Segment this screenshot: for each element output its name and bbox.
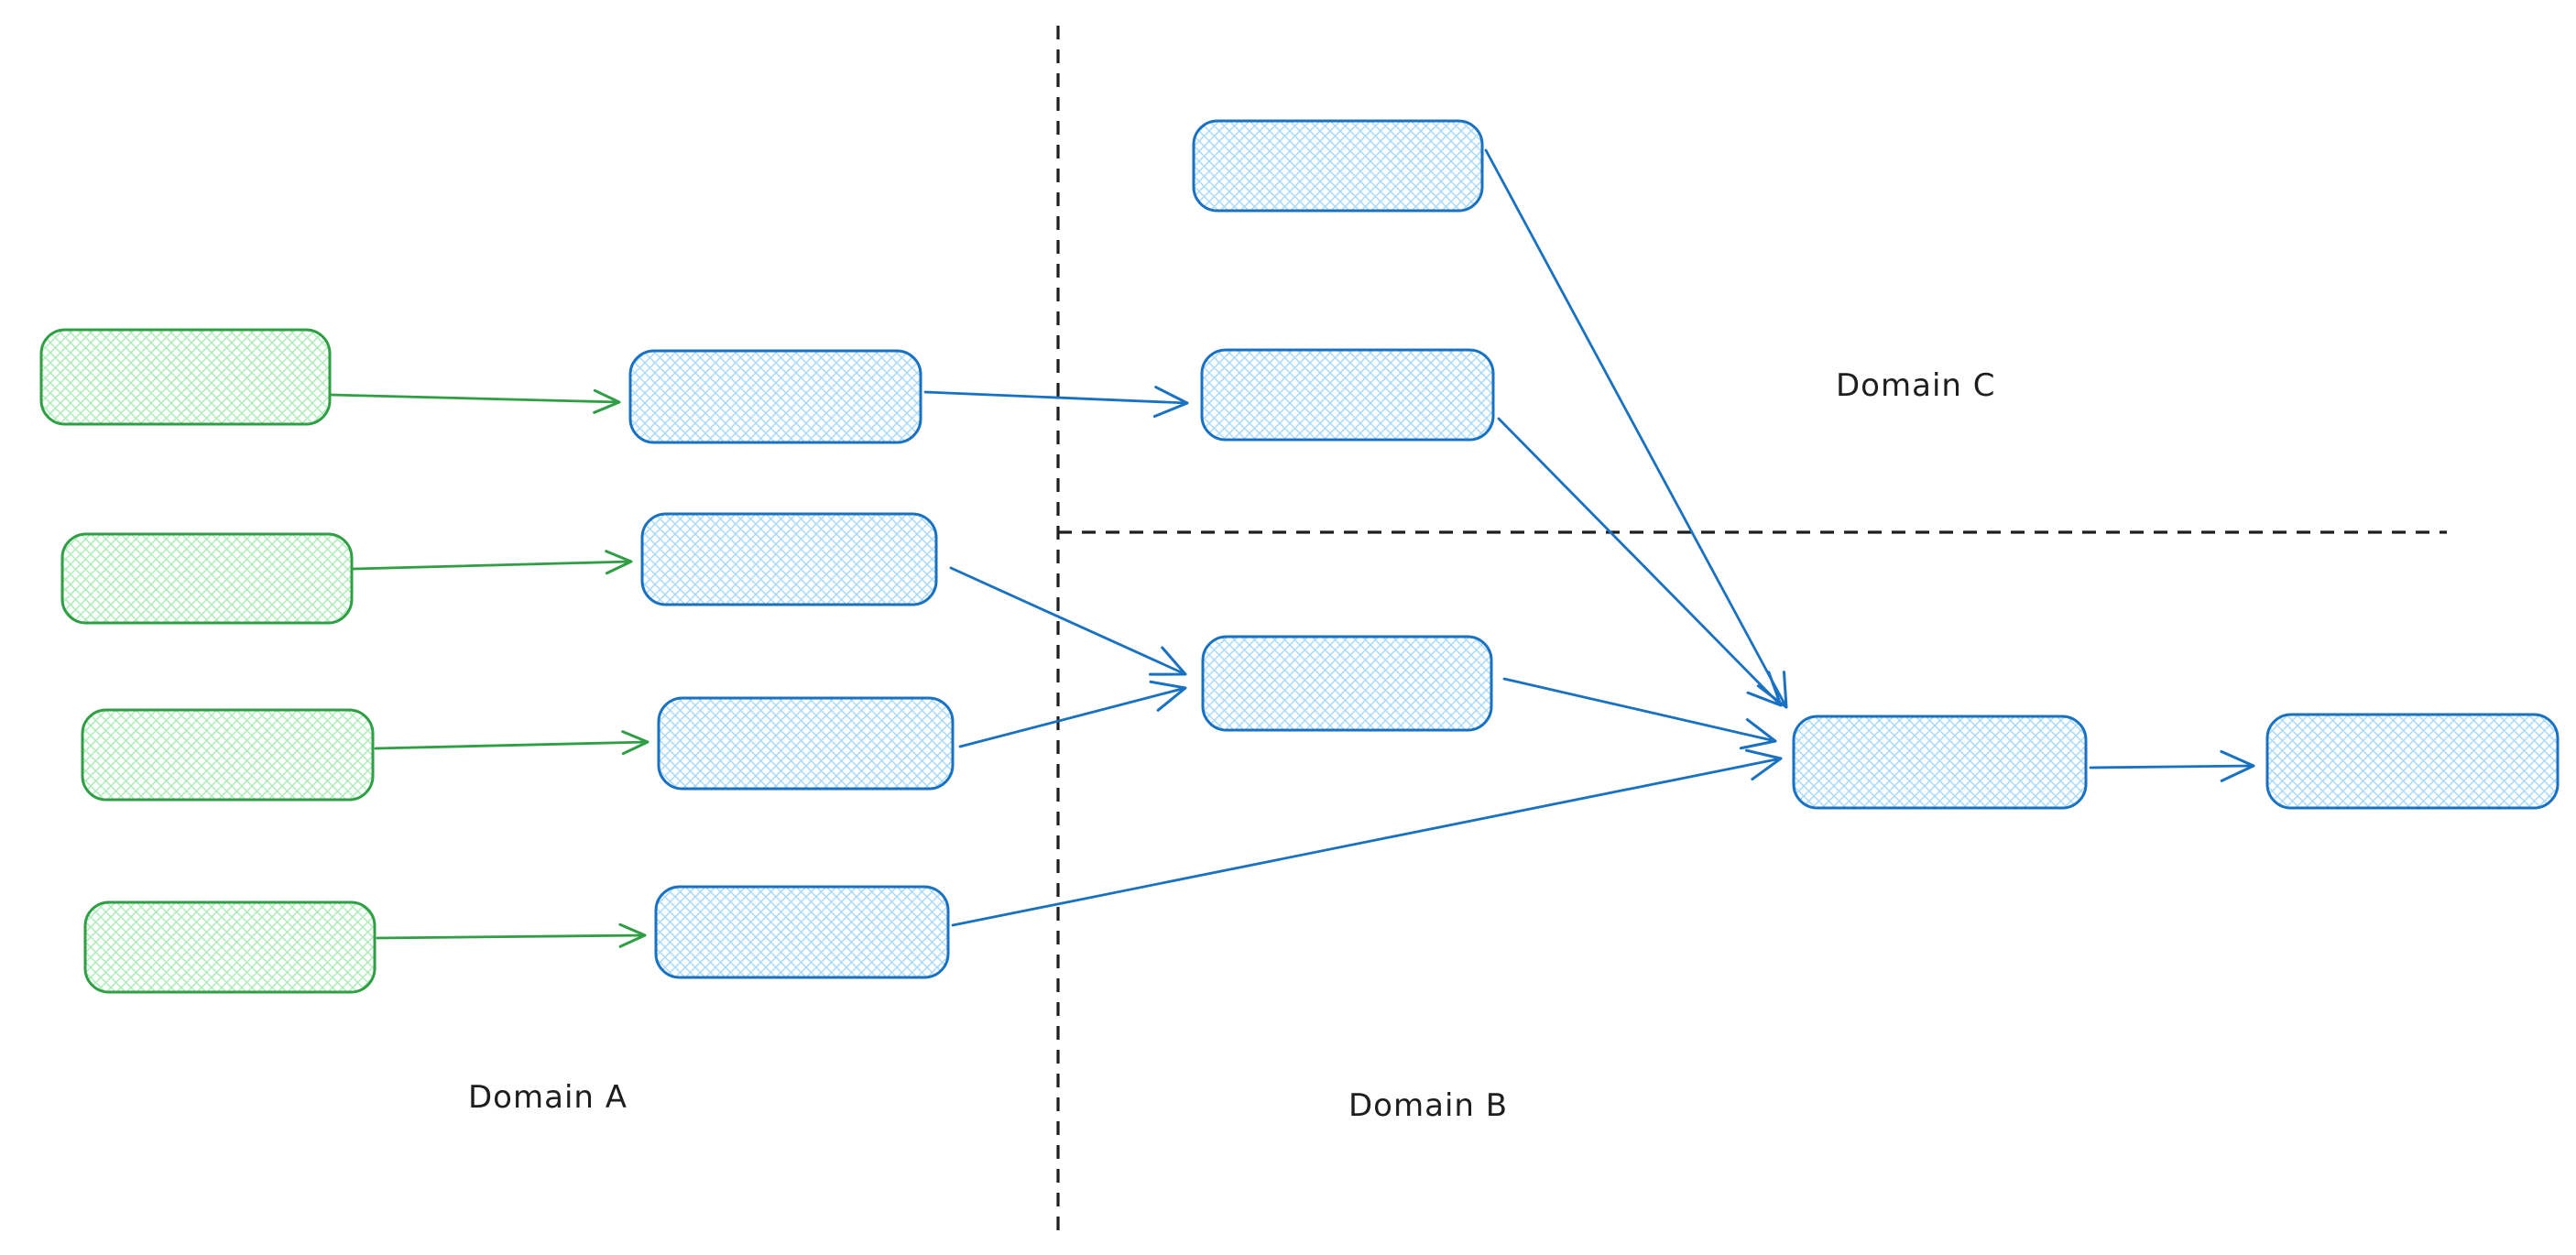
node-domain-a-source-1[interactable] — [39, 328, 332, 426]
node-domain-b-merge[interactable] — [1201, 635, 1493, 732]
arrow-process4-to-converge[interactable] — [951, 748, 1783, 927]
arrow-cmiddle-to-converge[interactable] — [1497, 417, 1783, 707]
node-domain-a-source-3[interactable] — [81, 708, 375, 802]
arrow-source1-to-process1[interactable] — [330, 388, 621, 414]
label-domain-b[interactable]: Domain B — [1348, 1087, 1508, 1124]
node-domain-a-process-4[interactable] — [654, 885, 950, 979]
arrow-process1-to-cmiddle[interactable] — [923, 386, 1189, 419]
arrow-bmerge-to-converge[interactable] — [1502, 677, 1777, 750]
arrow-process3-to-bmerge[interactable] — [958, 680, 1187, 748]
node-domain-a-process-1[interactable] — [628, 349, 922, 444]
node-domain-a-source-4[interactable] — [83, 900, 377, 994]
node-domain-b-converge[interactable] — [1792, 715, 2088, 810]
node-domain-c-top[interactable] — [1192, 119, 1484, 213]
node-domain-a-source-2[interactable] — [60, 532, 354, 625]
node-domain-a-process-2[interactable] — [640, 512, 938, 606]
node-domain-a-process-3[interactable] — [657, 696, 955, 791]
label-domain-a[interactable]: Domain A — [468, 1079, 628, 1116]
arrow-converge-to-output[interactable] — [2089, 749, 2255, 782]
node-domain-b-output[interactable] — [2265, 713, 2560, 810]
label-domain-c[interactable]: Domain C — [1836, 367, 1995, 404]
arrow-source3-to-process3[interactable] — [374, 730, 649, 756]
arrow-process2-to-bmerge[interactable] — [949, 566, 1187, 676]
node-domain-c-middle[interactable] — [1200, 348, 1495, 442]
arrow-source2-to-process2[interactable] — [352, 550, 633, 575]
arrow-ctop-to-converge[interactable] — [1484, 148, 1788, 709]
arrow-source4-to-process4[interactable] — [376, 922, 647, 948]
